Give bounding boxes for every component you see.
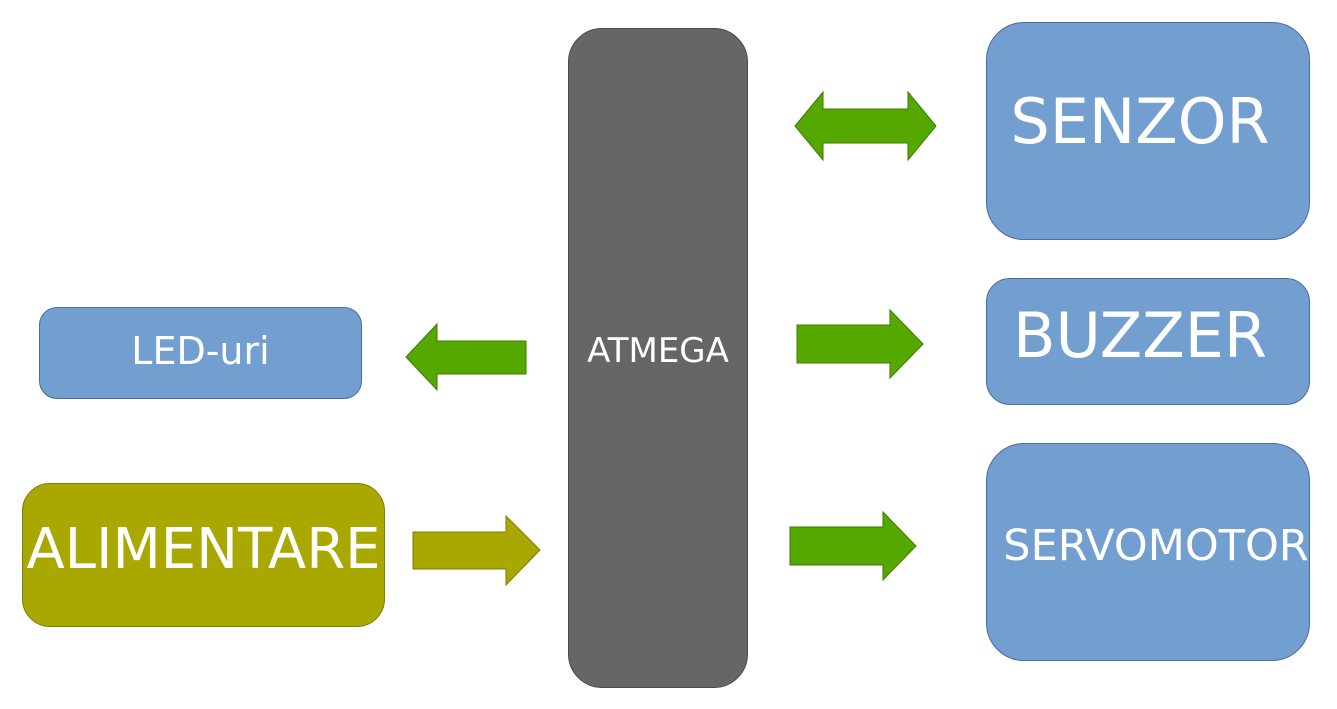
senzor-label: SENZOR [1010,84,1270,158]
servomotor-label: SERVOMOTOR [1003,521,1309,571]
arrow-atmega-senzor-bidirectional [794,90,937,162]
senzor-block: SENZOR [986,22,1310,240]
arrow-atmega-leduri [405,322,527,392]
leduri-block: LED-uri [39,307,362,399]
atmega-label: ATMEGA [587,331,729,371]
leduri-label: LED-uri [131,329,270,373]
buzzer-label: BUZZER [1012,299,1268,372]
arrow-atmega-buzzer [796,308,924,380]
arrow-alimentare-atmega [412,514,541,587]
alimentare-label: ALIMENTARE [26,516,381,582]
buzzer-block: BUZZER [986,278,1310,405]
alimentare-block: ALIMENTARE [22,483,385,627]
atmega-block: ATMEGA [568,28,748,688]
servomotor-block: SERVOMOTOR [986,443,1310,661]
arrow-atmega-servomotor [789,510,917,582]
